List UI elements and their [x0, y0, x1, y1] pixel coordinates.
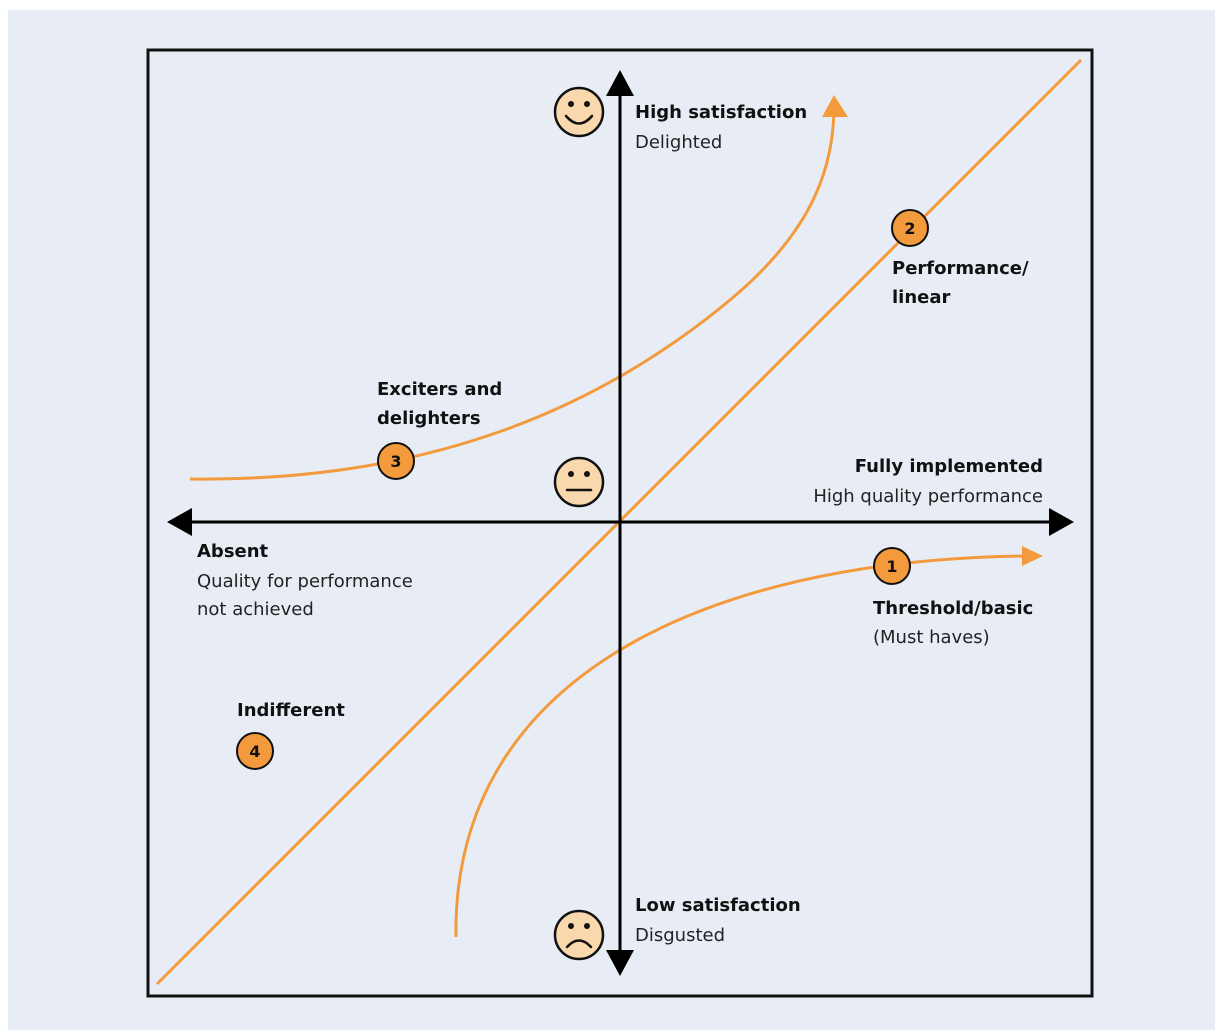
- left-axis-subtitle-line2: not achieved: [197, 599, 314, 620]
- category-3-title-line2: delighters: [377, 408, 481, 429]
- top-axis-title: High satisfaction: [635, 102, 807, 123]
- top-arrowhead: [606, 70, 634, 96]
- right-arrowhead: [1049, 508, 1074, 536]
- top-axis-subtitle: Delighted: [635, 132, 722, 153]
- category-4-title: Indifferent: [237, 700, 345, 721]
- category-3-number: 3: [390, 452, 401, 471]
- category-3-badge: 3: [377, 442, 415, 480]
- category-2-badge: 2: [891, 209, 929, 247]
- category-4-badge: 4: [236, 732, 274, 770]
- category-1-subtitle: (Must haves): [873, 627, 990, 648]
- bottom-arrowhead: [606, 950, 634, 976]
- neutral-face-icon: [553, 456, 605, 508]
- threshold-curve-arrowhead: [1022, 546, 1043, 566]
- left-axis-title: Absent: [197, 541, 269, 562]
- sad-face-icon: [553, 909, 605, 961]
- happy-face-icon: [553, 86, 605, 138]
- left-axis-subtitle-line1: Quality for performance: [197, 571, 413, 592]
- category-2-title-line2: linear: [892, 287, 951, 308]
- diagram-frame: [146, 48, 1094, 998]
- category-4-number: 4: [249, 742, 260, 761]
- right-axis-subtitle: High quality performance: [813, 486, 1043, 507]
- exciters-delighters-curve: [189, 111, 836, 481]
- category-3-title-line1: Exciters and: [377, 379, 502, 400]
- category-1-title: Threshold/basic: [873, 598, 1033, 619]
- category-1-number: 1: [886, 557, 897, 576]
- background-panel: [8, 10, 1215, 1030]
- category-2-number: 2: [904, 219, 915, 238]
- category-2-title-line1: Performance/: [892, 258, 1029, 279]
- left-arrowhead: [167, 508, 192, 536]
- bottom-axis-title: Low satisfaction: [635, 895, 801, 916]
- exciters-curve-arrowhead: [822, 95, 848, 117]
- category-1-badge: 1: [873, 547, 911, 585]
- right-axis-title: Fully implemented: [855, 456, 1043, 477]
- bottom-axis-subtitle: Disgusted: [635, 925, 725, 946]
